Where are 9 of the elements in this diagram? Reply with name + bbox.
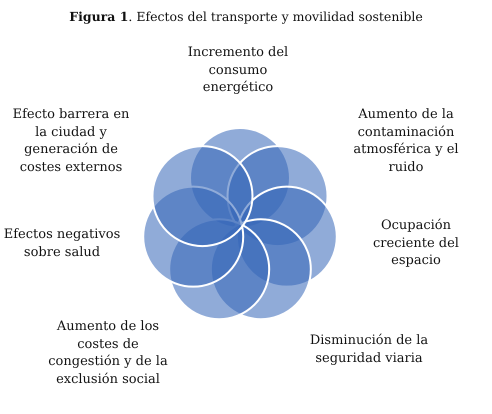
effect-label: Incremento del consumo energético bbox=[186, 44, 290, 96]
effect-label: Aumento de los costes de congestión y de la exclusión social bbox=[47, 318, 169, 388]
effect-label: Ocupación creciente del espacio bbox=[372, 217, 460, 270]
effect-label: Efecto barrera en la ciudad y generación de costes externos bbox=[12, 106, 130, 176]
effect-label: Disminución de la seguridad viaria bbox=[308, 332, 430, 367]
figure-title: Figura 1. Efectos del transporte y movilidad sostenible bbox=[68, 9, 424, 25]
effect-label: Aumento de la contaminación atmosférica y el ruido bbox=[352, 106, 460, 176]
overlapping-circle bbox=[151, 145, 254, 248]
effect-label: Efectos negativos sobre salud bbox=[2, 226, 122, 261]
